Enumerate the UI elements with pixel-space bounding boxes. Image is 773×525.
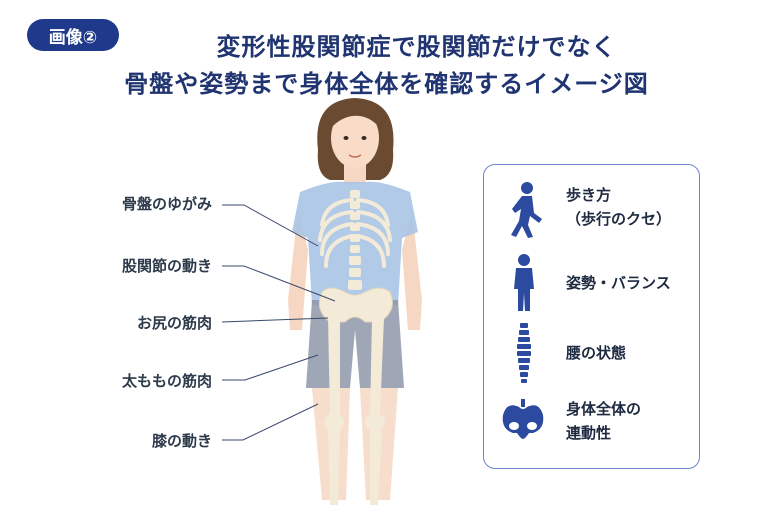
whole-body-sublabel: 連動性 (566, 424, 612, 442)
spine-icon (517, 323, 531, 383)
walking-label: 歩き方 (566, 186, 612, 204)
walking-sublabel: （歩行のクセ） (566, 210, 672, 228)
label-pelvis-distortion: 骨盤のゆがみ (121, 195, 212, 213)
panel-item-walking: 歩き方 （歩行のクセ） (484, 179, 701, 239)
label-hip-joint-movement: 股関節の動き (121, 257, 212, 275)
panel-item-whole-body: 身体全体の 連動性 (484, 393, 701, 453)
whole-body-label: 身体全体の (566, 400, 642, 418)
pelvis-icon (502, 399, 544, 439)
page-title-line-1: 変形性股関節症で股関節だけでなく (216, 33, 617, 61)
standing-person-icon (514, 254, 534, 311)
posture-label: 姿勢・バランス (566, 274, 671, 292)
label-gluteal-muscles: お尻の筋肉 (136, 314, 212, 332)
lower-back-label: 腰の状態 (566, 344, 627, 362)
label-thigh-muscles: 太ももの筋肉 (121, 372, 212, 390)
panel-item-lower-back: 腰の状態 (484, 323, 701, 383)
page-title-line-2: 骨盤や姿勢まで身体全体を確認するイメージ図 (124, 70, 649, 98)
walking-person-icon (511, 182, 542, 238)
image-number-badge: 画像② (27, 19, 119, 51)
label-knee-movement: 膝の動き (151, 432, 212, 450)
panel-item-posture: 姿勢・バランス (484, 253, 701, 313)
checkpoints-panel: 歩き方 （歩行のクセ） 姿勢・バランス 腰の状態 (483, 164, 700, 469)
